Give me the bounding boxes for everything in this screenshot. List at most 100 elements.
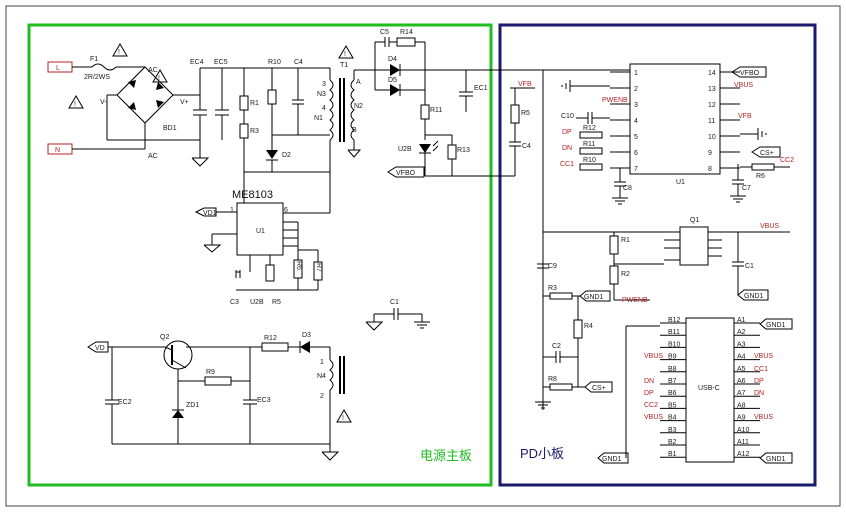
mosfet-q1 xyxy=(679,226,709,266)
u1-pin-number: 5 xyxy=(634,134,638,141)
svg-text:R5: R5 xyxy=(521,110,530,117)
power-board-title: 电源主板 xyxy=(420,448,472,463)
u1-pin-number: 8 xyxy=(708,166,712,173)
svg-text:CS+: CS+ xyxy=(592,385,606,392)
svg-text:EC4: EC4 xyxy=(190,59,204,66)
usbc-port-gnd-br xyxy=(759,452,793,464)
zener-zd1 xyxy=(172,410,184,418)
svg-text:D3: D3 xyxy=(302,332,311,339)
u1-pin-number: 4 xyxy=(634,118,638,125)
svg-text:Q1: Q1 xyxy=(690,217,699,224)
svg-text:PWENB: PWENB xyxy=(602,97,628,104)
svg-text:USB-C: USB-C xyxy=(698,385,720,392)
svg-text:EC3: EC3 xyxy=(257,397,271,404)
svg-text:R10: R10 xyxy=(583,157,596,164)
u1-pin-number: 10 xyxy=(708,134,716,141)
usbc-a-pin-label: A6 xyxy=(737,378,746,385)
pd-board-title: PD小板 xyxy=(520,446,564,461)
svg-text:R7: R7 xyxy=(315,263,322,272)
svg-text:R13: R13 xyxy=(457,147,470,154)
resistor-r11 xyxy=(420,104,430,120)
svg-text:GND1: GND1 xyxy=(584,294,604,301)
usbc-b-pin-label: B2 xyxy=(668,439,677,446)
resistor-r5 xyxy=(265,264,275,282)
svg-text:N3: N3 xyxy=(317,91,326,98)
svg-text:R6: R6 xyxy=(295,261,302,270)
pd-resistor-r10 xyxy=(579,163,603,171)
controller-me8103 xyxy=(236,202,284,256)
usbc-a-pin-label: A12 xyxy=(737,451,750,458)
svg-text:C5: C5 xyxy=(380,29,389,36)
usbc-b-pin-label: B5 xyxy=(668,402,677,409)
svg-text:R12: R12 xyxy=(583,125,596,132)
svg-text:VBUS: VBUS xyxy=(754,353,773,360)
transformer-n4: N4 1 2 xyxy=(317,356,345,400)
usbc-a-pin-label: A5 xyxy=(737,366,746,373)
svg-text:GND1: GND1 xyxy=(744,293,764,300)
svg-text:VFB: VFB xyxy=(518,81,532,88)
svg-text:R11: R11 xyxy=(430,107,442,114)
svg-text:!: ! xyxy=(344,51,346,58)
svg-text:DP: DP xyxy=(754,378,764,385)
usbc-b-pin-label: B3 xyxy=(668,427,677,434)
cap-ec4: EC4 xyxy=(190,59,207,116)
svg-text:R12: R12 xyxy=(264,335,277,342)
svg-text:AC: AC xyxy=(148,153,158,160)
svg-text:PWENB: PWENB xyxy=(622,297,648,304)
pd-resistor-r2 xyxy=(609,265,619,285)
resistor-r14 xyxy=(396,37,416,47)
svg-text:GND1: GND1 xyxy=(766,322,786,329)
svg-text:3: 3 xyxy=(322,81,326,88)
svg-text:V+: V+ xyxy=(180,99,189,106)
svg-text:U2B: U2B xyxy=(250,299,264,306)
pd-port-gnd1-r3 xyxy=(579,290,611,302)
pd-port-gnd1-c1 xyxy=(737,289,769,301)
svg-text:U1: U1 xyxy=(676,179,685,186)
u1-pin-number: 11 xyxy=(708,118,715,125)
usbc-a-pin-label: A2 xyxy=(737,329,746,336)
net-port-vfbo xyxy=(387,166,425,178)
svg-text:C9: C9 xyxy=(548,263,557,270)
svg-text:!: ! xyxy=(118,49,120,56)
usbc-b-pin-label: B4 xyxy=(668,415,677,422)
svg-text:DP: DP xyxy=(562,129,572,136)
u1-pin-number: 3 xyxy=(634,102,638,109)
svg-text:2: 2 xyxy=(320,393,324,400)
svg-text:D4: D4 xyxy=(388,56,397,63)
usbc-b-pin-label: B7 xyxy=(668,378,677,385)
svg-text:N1: N1 xyxy=(314,115,323,122)
svg-text:D5: D5 xyxy=(388,77,397,84)
usbc-a-pin-label: A10 xyxy=(737,427,750,434)
diode-d2 xyxy=(266,150,278,159)
svg-text:VFBO: VFBO xyxy=(740,70,760,77)
svg-text:N2: N2 xyxy=(354,103,363,110)
pd-port-vfbo xyxy=(731,66,767,78)
svg-text:C4: C4 xyxy=(294,59,303,66)
svg-text:A: A xyxy=(356,79,361,86)
svg-text:VFB: VFB xyxy=(738,113,752,120)
ground-icon xyxy=(321,451,340,461)
svg-text:R4: R4 xyxy=(584,323,593,330)
svg-text:C4: C4 xyxy=(522,143,531,150)
svg-text:1: 1 xyxy=(230,207,234,214)
pd-resistor-r3 xyxy=(549,292,573,300)
svg-text:R14: R14 xyxy=(400,29,413,36)
ground-icon xyxy=(365,321,384,331)
svg-text:R3: R3 xyxy=(548,285,557,292)
svg-text:VBUS: VBUS xyxy=(644,353,663,360)
svg-text:CC1: CC1 xyxy=(560,161,574,168)
svg-text:VFBO: VFBO xyxy=(396,170,416,177)
u1-pin-number: 9 xyxy=(708,150,712,157)
svg-text:BD1: BD1 xyxy=(163,125,177,132)
svg-text:VBUS: VBUS xyxy=(644,414,663,421)
usbc-b-pin-label: B9 xyxy=(668,354,677,361)
ground-icon xyxy=(203,244,222,253)
svg-text:!: ! xyxy=(74,101,76,108)
svg-text:N: N xyxy=(55,147,60,154)
svg-text:R1: R1 xyxy=(621,237,630,244)
u1-pin-number: 13 xyxy=(708,86,716,93)
svg-text:!: ! xyxy=(158,75,160,82)
pd-board-outline xyxy=(498,23,817,487)
svg-text:CC1: CC1 xyxy=(754,366,768,373)
